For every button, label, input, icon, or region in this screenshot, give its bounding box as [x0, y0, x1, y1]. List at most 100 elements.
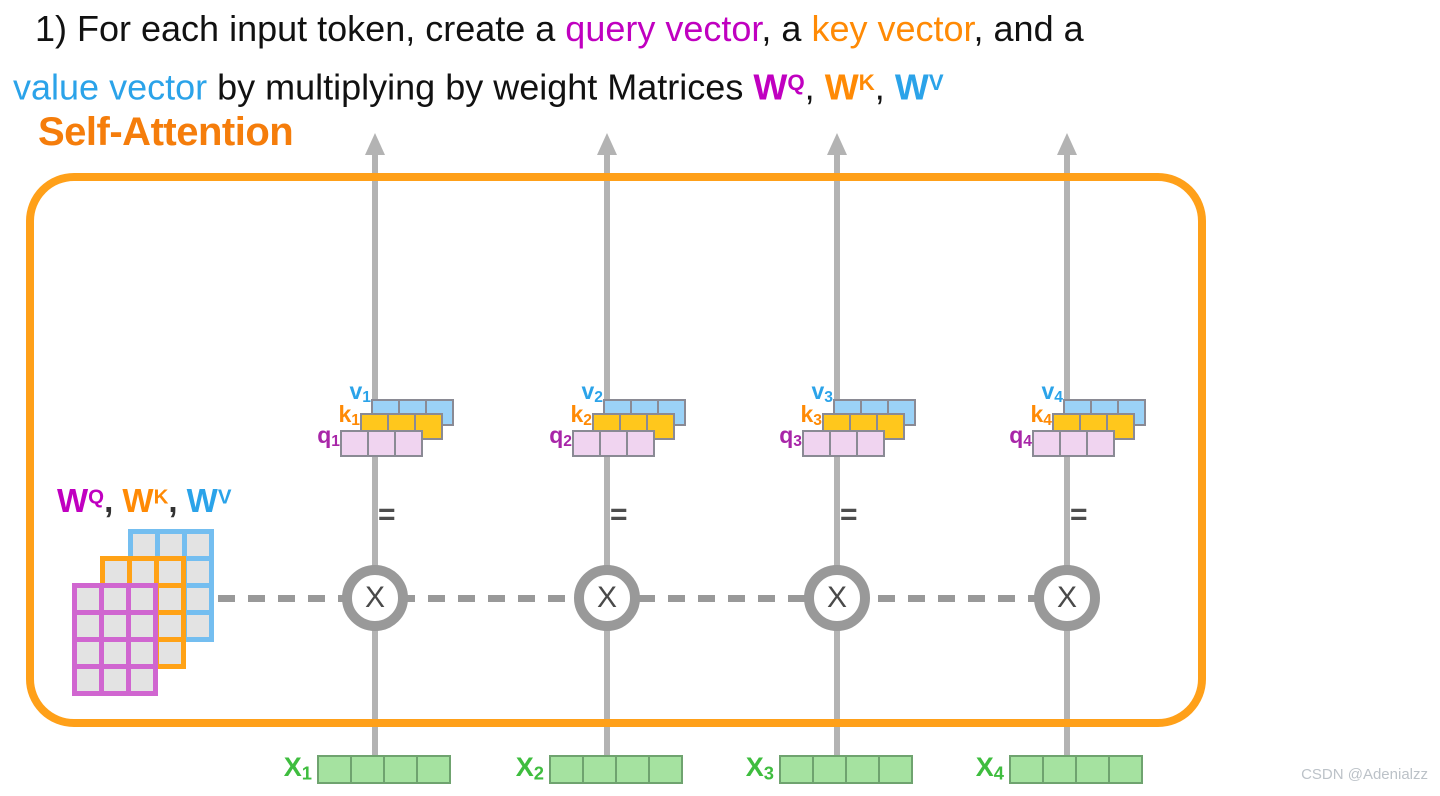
- wq-superscript: Q: [787, 70, 805, 95]
- matrix-cell: [77, 615, 99, 637]
- arrow-up-icon: [1057, 133, 1077, 155]
- value-vector-text: value vector: [13, 66, 208, 108]
- multiply-x: X: [826, 581, 847, 614]
- multiply-node: X: [342, 565, 408, 631]
- matrix-cell: [104, 588, 126, 610]
- matrix-cell: [159, 561, 181, 583]
- equals-sign: =: [1070, 498, 1088, 531]
- vector-cell: [1042, 755, 1077, 784]
- matrix-cell: [159, 642, 181, 664]
- label-letter: k: [800, 401, 814, 427]
- label-subscript: 3: [793, 432, 802, 450]
- vector-cell: [1075, 755, 1110, 784]
- wk-symbol: W: [824, 66, 859, 108]
- input-embedding-row: [317, 755, 451, 784]
- label-letter: X: [515, 752, 534, 782]
- matrix-cell: [105, 561, 127, 583]
- query-vector-label: q1: [317, 422, 340, 451]
- multiply-x: X: [596, 581, 617, 614]
- vector-cell: [615, 755, 650, 784]
- wk-symbol: W: [122, 482, 154, 519]
- value-vector-label: v4: [1042, 378, 1064, 407]
- watermark: CSDN @Adenialzz: [1301, 766, 1428, 783]
- arrow-up-icon: [365, 133, 385, 155]
- label-subscript: 4: [1043, 411, 1052, 429]
- query-vector-row: [1032, 430, 1115, 457]
- token-column-4: v4 k4 q4 = X X4: [967, 0, 1167, 796]
- matrix-cell: [159, 615, 181, 637]
- matrix-cell: [104, 669, 126, 691]
- label-letter: k: [338, 401, 352, 427]
- vector-cell: [779, 755, 814, 784]
- wk-superscript: K: [858, 70, 875, 95]
- label-subscript: 3: [813, 411, 822, 429]
- vector-cell: [549, 755, 584, 784]
- label-letter: k: [570, 401, 584, 427]
- matrix-cell: [132, 561, 154, 583]
- equals-sign: =: [610, 498, 628, 531]
- value-vector-label: v2: [582, 378, 604, 407]
- vector-cell: [416, 755, 451, 784]
- matrix-cell: [131, 669, 153, 691]
- headline-text: , and a: [973, 8, 1084, 49]
- input-token-label: X1: [284, 752, 312, 784]
- matrix-cell: [160, 534, 182, 556]
- label-subscript: 2: [583, 411, 592, 429]
- headline-line-2: value vector by multiplying by weight Ma…: [13, 56, 1413, 114]
- label-subscript: 4: [1054, 388, 1063, 406]
- equals-sign: =: [378, 498, 396, 531]
- matrix-cell: [104, 642, 126, 664]
- headline-text: 1) For each input token, create a: [35, 8, 566, 49]
- input-token-label: X3: [746, 752, 774, 784]
- vector-cell: [350, 755, 385, 784]
- label-letter: v: [349, 378, 363, 404]
- label-subscript: 1: [301, 762, 312, 784]
- matrix-cell: [187, 534, 209, 556]
- vector-cell: [367, 430, 396, 457]
- arrow-up-icon: [597, 133, 617, 155]
- arrow-up-icon: [827, 133, 847, 155]
- input-token-label: X4: [976, 752, 1004, 784]
- matrix-cell: [131, 642, 153, 664]
- wq-symbol: W: [753, 66, 788, 108]
- wv-symbol: W: [894, 66, 929, 108]
- input-token-label: X2: [516, 752, 544, 784]
- matrix-cell: [187, 588, 209, 610]
- label-subscript: 1: [362, 388, 371, 406]
- key-vector-text: key vector: [811, 8, 974, 49]
- query-vector-label: q4: [1009, 422, 1032, 451]
- key-vector-label: k4: [1031, 401, 1053, 430]
- label-subscript: 3: [824, 388, 833, 406]
- headline-text: by multiplying by weight Matrices: [207, 66, 754, 108]
- multiply-node: X: [1034, 565, 1100, 631]
- vector-cell: [878, 755, 913, 784]
- vector-cell: [317, 755, 352, 784]
- label-letter: X: [283, 752, 302, 782]
- input-embedding-row: [1009, 755, 1143, 784]
- vector-cell: [340, 430, 369, 457]
- wv-superscript: V: [928, 70, 944, 95]
- label-letter: q: [549, 422, 564, 448]
- label-subscript: 4: [1023, 432, 1032, 450]
- label-letter: q: [1009, 422, 1024, 448]
- vector-cell: [648, 755, 683, 784]
- label-letter: X: [975, 752, 994, 782]
- label-subscript: 3: [763, 762, 774, 784]
- wq-symbol: W: [57, 482, 89, 519]
- matrix-cell: [131, 615, 153, 637]
- headline: 1) For each input token, create a query …: [13, 2, 1413, 114]
- value-vector-label: v3: [812, 378, 834, 407]
- matrix-cell: [131, 588, 153, 610]
- multiply-node: X: [804, 565, 870, 631]
- label-subscript: 1: [331, 432, 340, 450]
- label-letter: q: [317, 422, 332, 448]
- query-vector-text: query vector: [565, 8, 762, 49]
- query-vector-label: q2: [549, 422, 572, 451]
- label-subscript: 2: [563, 432, 572, 450]
- headline-line-1: 1) For each input token, create a query …: [13, 2, 1413, 56]
- wv-superscript: V: [217, 485, 232, 509]
- matrix-cell: [77, 588, 99, 610]
- vector-cell: [812, 755, 847, 784]
- vector-cell: [572, 430, 601, 457]
